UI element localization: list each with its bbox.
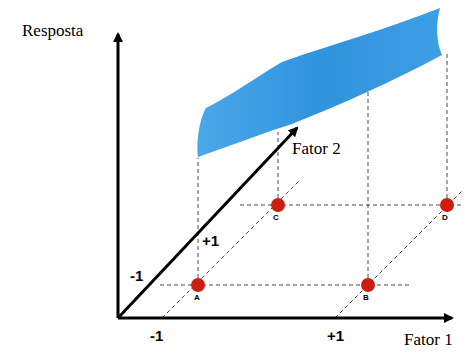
point-label: D (442, 214, 448, 222)
point-label: A (194, 294, 200, 302)
axis-tick: -1 (150, 328, 163, 343)
point-label: B (363, 294, 369, 302)
axis-tick: -1 (130, 268, 143, 283)
axis-title: Fator 1 (404, 331, 453, 348)
axis-tick: +1 (202, 233, 219, 248)
axis-title: Fator 2 (292, 140, 341, 157)
axis-tick: +1 (327, 328, 344, 343)
axis-title: Resposta (22, 22, 83, 39)
point-label: C (273, 214, 279, 222)
